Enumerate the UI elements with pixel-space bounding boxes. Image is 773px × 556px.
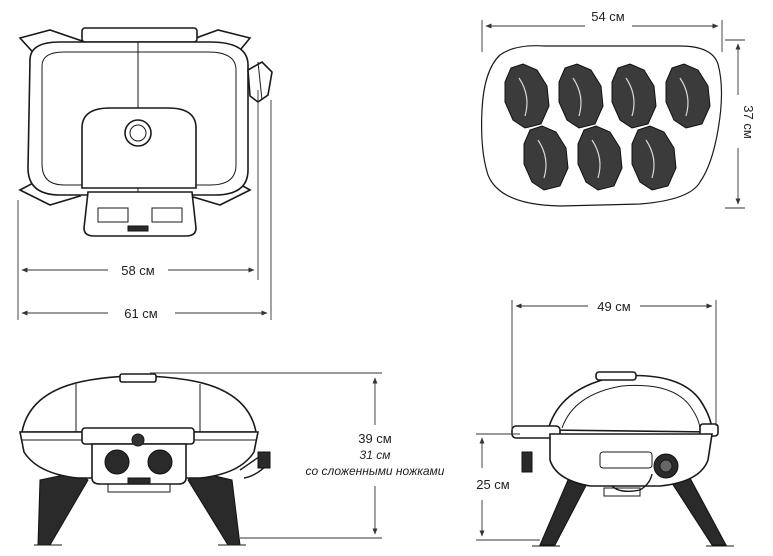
steak-group <box>504 63 711 191</box>
front-view-grill <box>19 373 271 546</box>
steak-marbling <box>591 139 601 179</box>
top-width-body-label: 58 см <box>121 263 155 278</box>
front-height-label: 39 см <box>358 431 392 446</box>
steak-marbling <box>679 77 689 117</box>
steak-marbling <box>625 77 635 117</box>
side-table-height-label: 25 см <box>476 477 510 492</box>
top-view-grill <box>18 27 273 237</box>
top-view-dimensions <box>17 90 272 320</box>
steak-marbling <box>645 139 655 179</box>
steak-marbling <box>537 139 547 179</box>
grate-depth-label: 37 см <box>741 105 756 139</box>
folded-note-label: со сложенными ножками <box>306 464 445 478</box>
steak-marbling <box>518 77 528 117</box>
front-height-folded-label: 31 см <box>360 448 391 462</box>
grate-width-label: 54 см <box>591 9 625 24</box>
side-view-dimensions <box>476 300 717 541</box>
top-width-overall-label: 61 см <box>124 306 158 321</box>
side-view-grill <box>511 371 734 547</box>
grate-dimensions <box>481 20 745 209</box>
steak-marbling <box>572 77 582 117</box>
side-depth-label: 49 см <box>597 299 631 314</box>
front-view-dimensions <box>150 372 382 539</box>
